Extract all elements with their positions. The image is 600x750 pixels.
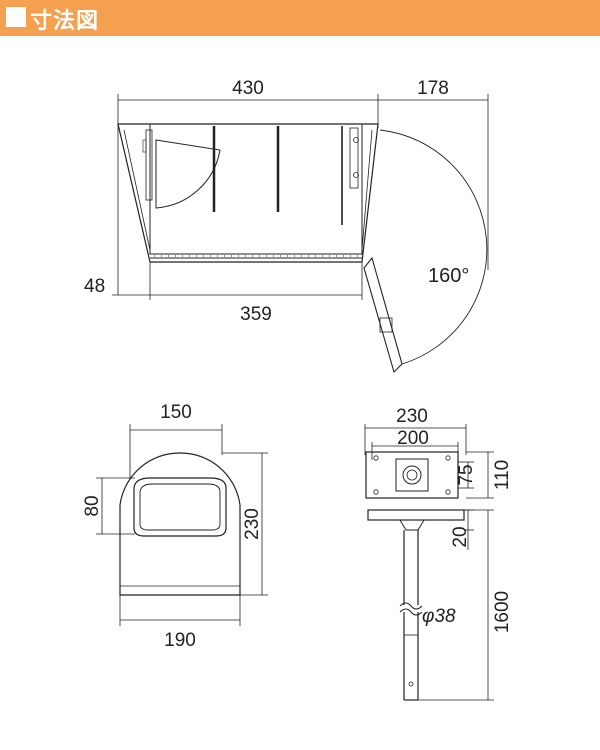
dim-pole-height: 1600 <box>492 591 513 633</box>
side-view <box>364 424 494 701</box>
dim-plate-inner: 75 <box>456 464 477 485</box>
dim-front-top-width: 150 <box>160 402 192 423</box>
top-view <box>112 94 489 374</box>
dim-pole-diameter: φ38 <box>422 606 456 627</box>
dim-plate-depth: 110 <box>492 460 513 490</box>
dim-slot-height: 80 <box>82 495 103 516</box>
front-view <box>96 424 268 626</box>
section-title: 寸法図 <box>30 9 100 34</box>
dim-plate-width: 230 <box>396 406 428 427</box>
section-header: 寸法図 <box>0 0 600 36</box>
square-bullet-icon <box>6 7 26 27</box>
dim-inner-width: 359 <box>240 304 272 325</box>
dim-plate-thickness: 20 <box>450 526 471 547</box>
dim-lid-extent: 178 <box>417 78 449 99</box>
dim-open-angle: 160° <box>428 265 469 287</box>
dim-overall-width: 430 <box>232 78 264 99</box>
dim-front-height: 230 <box>242 508 263 540</box>
dim-hole-pitch: 200 <box>397 428 429 449</box>
dim-height: 48 <box>84 276 105 297</box>
dim-front-body-width: 190 <box>164 630 196 651</box>
